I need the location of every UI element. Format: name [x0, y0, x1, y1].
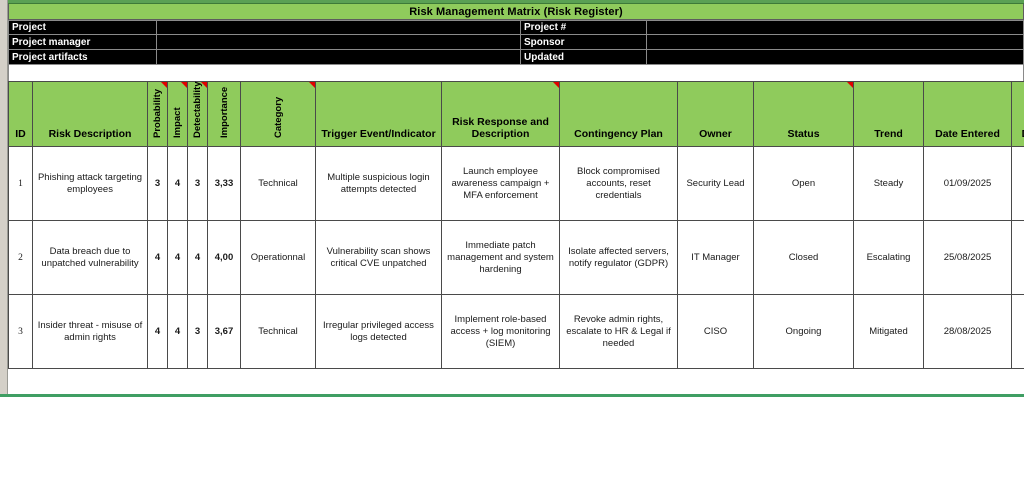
- cell-date-entered[interactable]: 28/08/2025: [923, 294, 1012, 369]
- cell-impact[interactable]: 4: [167, 220, 188, 295]
- cell-date-review[interactable]: 25/09/2025: [1011, 220, 1024, 295]
- cell-importance[interactable]: 4,00: [207, 220, 241, 295]
- comment-marker-icon: [553, 82, 559, 88]
- legend-area: Results: 0 a 1 : Low Importance 1 to 2 :…: [0, 400, 1024, 480]
- cell-status[interactable]: Closed: [753, 220, 854, 295]
- cell-date-review[interactable]: 01/10/2025: [1011, 146, 1024, 221]
- table-header-row: ID Risk Description Probability Impact D…: [8, 81, 1024, 147]
- cell-id[interactable]: 2: [8, 220, 33, 295]
- document-title-banner: Risk Management Matrix (Risk Register): [8, 4, 1024, 20]
- info-value-updated[interactable]: [647, 50, 1023, 64]
- cell-date-review[interactable]: 28/09/2025: [1011, 294, 1024, 369]
- sheet-top-strip: [0, 0, 1024, 4]
- page-title: Risk Management Matrix (Risk Register): [409, 5, 623, 18]
- cell-response[interactable]: Launch employee awareness campaign + MFA…: [441, 146, 560, 221]
- cell-contingency[interactable]: Isolate affected servers, notify regulat…: [559, 220, 678, 295]
- project-info-block: Project Project # Project manager Sponso…: [8, 20, 1024, 65]
- info-value-sponsor[interactable]: [647, 35, 1023, 49]
- cell-owner[interactable]: Security Lead: [677, 146, 754, 221]
- cell-trigger[interactable]: Irregular privileged access logs detecte…: [315, 294, 442, 369]
- cell-response[interactable]: Implement role-based access + log monito…: [441, 294, 560, 369]
- comment-marker-icon: [161, 82, 167, 88]
- info-row-project: Project Project #: [8, 20, 1024, 35]
- cell-trend[interactable]: Escalating: [853, 220, 924, 295]
- cell-risk-description[interactable]: Insider threat - misuse of admin rights: [32, 294, 148, 369]
- row-header-gutter: [0, 0, 8, 395]
- cell-id[interactable]: 1: [8, 146, 33, 221]
- cell-owner[interactable]: CISO: [677, 294, 754, 369]
- column-header-id[interactable]: ID: [8, 81, 33, 147]
- cell-contingency[interactable]: Block compromised accounts, reset creden…: [559, 146, 678, 221]
- cell-date-entered[interactable]: 01/09/2025: [923, 146, 1012, 221]
- info-label-project-manager: Project manager: [9, 35, 157, 49]
- cell-impact[interactable]: 4: [167, 294, 188, 369]
- table-row[interactable]: 2 Data breach due to unpatched vulnerabi…: [8, 220, 1024, 295]
- info-label-project: Project: [9, 21, 157, 34]
- risk-register-table: ID Risk Description Probability Impact D…: [8, 81, 1024, 369]
- info-row-project-artifacts: Project artifacts Updated: [8, 50, 1024, 65]
- info-value-project[interactable]: [157, 21, 521, 34]
- cell-importance[interactable]: 3,67: [207, 294, 241, 369]
- info-value-project-artifacts[interactable]: [157, 50, 521, 64]
- column-header-contingency-plan[interactable]: Contingency Plan: [559, 81, 678, 147]
- column-header-impact[interactable]: Impact: [167, 81, 188, 147]
- cell-category[interactable]: Technical: [240, 294, 316, 369]
- cell-category[interactable]: Technical: [240, 146, 316, 221]
- column-header-status[interactable]: Status: [753, 81, 854, 147]
- cell-response[interactable]: Immediate patch management and system ha…: [441, 220, 560, 295]
- spacer-band: [8, 65, 1024, 81]
- column-header-risk-description[interactable]: Risk Description: [32, 81, 148, 147]
- risk-table-body: 1 Phishing attack targeting employees 3 …: [8, 146, 1024, 369]
- cell-trend[interactable]: Steady: [853, 146, 924, 221]
- cell-status[interactable]: Ongoing: [753, 294, 854, 369]
- info-label-project-artifacts: Project artifacts: [9, 50, 157, 64]
- cell-status[interactable]: Open: [753, 146, 854, 221]
- info-row-project-manager: Project manager Sponsor: [8, 35, 1024, 50]
- column-header-date-to-review[interactable]: Date to Review: [1011, 81, 1024, 147]
- info-value-project-manager[interactable]: [157, 35, 521, 49]
- cell-id[interactable]: 3: [8, 294, 33, 369]
- cell-risk-description[interactable]: Phishing attack targeting employees: [32, 146, 148, 221]
- cell-date-entered[interactable]: 25/08/2025: [923, 220, 1012, 295]
- column-header-date-entered[interactable]: Date Entered: [923, 81, 1012, 147]
- column-header-detectability[interactable]: Detectability: [187, 81, 208, 147]
- column-header-owner[interactable]: Owner: [677, 81, 754, 147]
- column-header-importance[interactable]: Importance: [207, 81, 241, 147]
- info-label-sponsor: Sponsor: [521, 35, 647, 49]
- cell-trigger[interactable]: Vulnerability scan shows critical CVE un…: [315, 220, 442, 295]
- cell-detectability[interactable]: 4: [187, 220, 208, 295]
- column-header-probability[interactable]: Probability: [147, 81, 168, 147]
- info-value-project-number[interactable]: [647, 21, 1023, 34]
- comment-marker-icon: [181, 82, 187, 88]
- column-header-category[interactable]: Category: [240, 81, 316, 147]
- cell-probability[interactable]: 3: [147, 146, 168, 221]
- cell-trigger[interactable]: Multiple suspicious login attempts detec…: [315, 146, 442, 221]
- comment-marker-icon: [309, 82, 315, 88]
- comment-marker-icon: [847, 82, 853, 88]
- cell-risk-description[interactable]: Data breach due to unpatched vulnerabili…: [32, 220, 148, 295]
- cell-probability[interactable]: 4: [147, 220, 168, 295]
- column-header-trigger-event[interactable]: Trigger Event/Indicator: [315, 81, 442, 147]
- cell-importance[interactable]: 3,33: [207, 146, 241, 221]
- info-label-project-number: Project #: [521, 21, 647, 34]
- cell-trend[interactable]: Mitigated: [853, 294, 924, 369]
- cell-category[interactable]: Operationnal: [240, 220, 316, 295]
- cell-probability[interactable]: 4: [147, 294, 168, 369]
- cell-detectability[interactable]: 3: [187, 146, 208, 221]
- cell-detectability[interactable]: 3: [187, 294, 208, 369]
- comment-marker-icon: [201, 82, 207, 88]
- cell-impact[interactable]: 4: [167, 146, 188, 221]
- section-divider: [0, 394, 1024, 397]
- table-row[interactable]: 1 Phishing attack targeting employees 3 …: [8, 146, 1024, 221]
- info-label-updated: Updated: [521, 50, 647, 64]
- column-header-trend[interactable]: Trend: [853, 81, 924, 147]
- column-header-risk-response[interactable]: Risk Response and Description: [441, 81, 560, 147]
- cell-contingency[interactable]: Revoke admin rights, escalate to HR & Le…: [559, 294, 678, 369]
- table-row[interactable]: 3 Insider threat - misuse of admin right…: [8, 294, 1024, 369]
- cell-owner[interactable]: IT Manager: [677, 220, 754, 295]
